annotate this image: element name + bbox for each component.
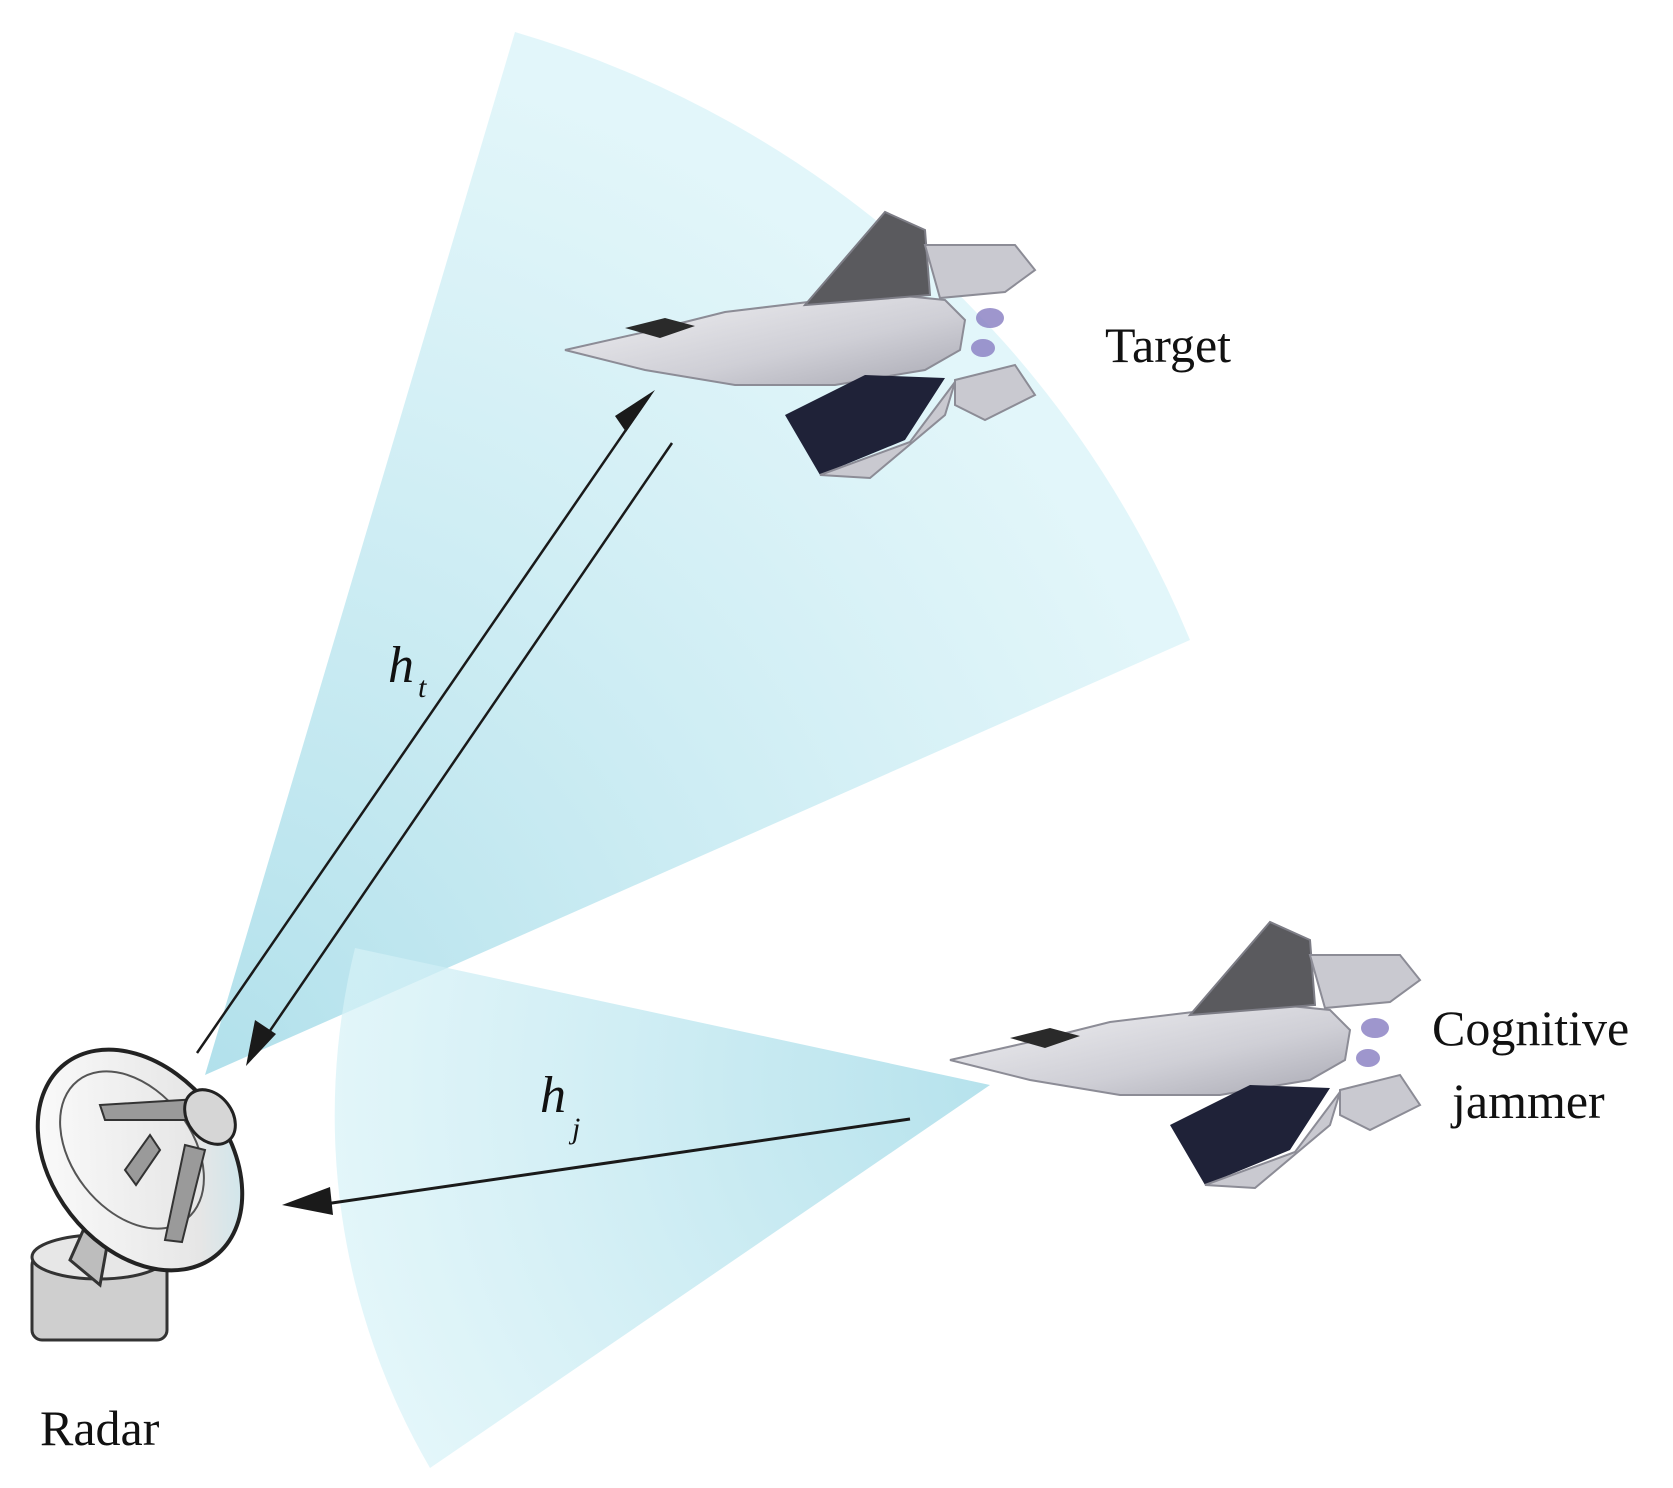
jammer-channel-base: h (540, 1067, 566, 1124)
jammer-channel-symbol: h j (540, 1067, 580, 1145)
radar-beam (205, 32, 1190, 1075)
radar-label: Radar (40, 1400, 160, 1456)
jammer-beam (334, 948, 990, 1468)
target-channel-base: h (388, 637, 414, 694)
target-to-radar-arrowhead (246, 1020, 276, 1066)
target-channel-subscript: t (418, 671, 427, 704)
radar-to-target-arrowhead (615, 390, 655, 432)
target-channel-symbol: h t (388, 637, 427, 704)
jammer-to-radar-arrow (324, 1117, 911, 1206)
radar-dish-icon (30, 1047, 245, 1342)
jammer-to-radar-arrowhead (282, 1187, 333, 1215)
jammer-aircraft-icon (949, 920, 1422, 1190)
jammer-channel-subscript: j (568, 1112, 580, 1145)
target-to-radar-arrow (250, 442, 674, 1058)
radar-to-target-arrow (195, 394, 652, 1054)
target-aircraft-icon (564, 210, 1037, 480)
target-label: Target (1105, 317, 1231, 373)
jammer-label-line2: jammer (1450, 1073, 1605, 1129)
jammer-label-line1: Cognitive (1432, 1000, 1629, 1056)
